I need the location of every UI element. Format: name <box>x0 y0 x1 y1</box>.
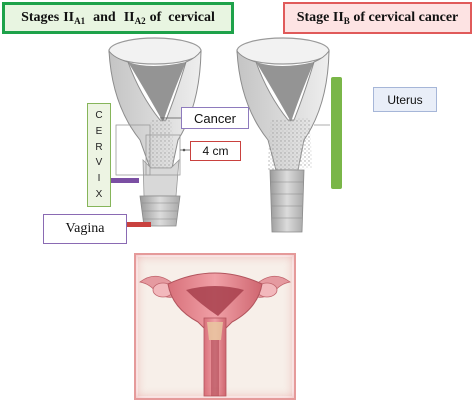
cervix-letter: V <box>95 157 103 169</box>
title-rest: of cervical <box>149 10 215 25</box>
vagina-label: Vagina <box>43 214 127 244</box>
stage-iib-title: Stage IIB of cervical cancer <box>283 2 472 34</box>
stage-iia2-label: IIA2 <box>123 10 146 26</box>
cervix-letter: I <box>97 172 101 184</box>
cervix-letter: X <box>95 188 103 200</box>
cervix-letter: R <box>95 141 103 153</box>
cervix-letter: C <box>95 110 103 122</box>
title-rest-right: of cervical cancer <box>353 10 459 25</box>
uterus-photo-illustration <box>138 257 292 397</box>
uterus-left-drawing <box>108 37 202 227</box>
stage-iib-label: IIB <box>332 10 350 26</box>
stage-iia1-label: IIA1 <box>63 10 86 26</box>
stage-extent-bar <box>331 77 342 189</box>
cervix-letter: E <box>95 125 103 137</box>
title-word: Stages <box>21 10 60 25</box>
title-prefix: Stage <box>296 10 330 25</box>
cervix-connector <box>111 178 139 183</box>
vagina-connector <box>127 222 151 227</box>
cancer-label: Cancer <box>181 107 249 129</box>
title-and: and <box>93 10 116 25</box>
size-label: 4 cm <box>190 141 241 161</box>
photo-frame <box>134 253 296 400</box>
cervix-label-box: C E R V I X <box>87 103 111 207</box>
stage-iia-title: Stages IIA1 and IIA2 of cervical <box>2 2 234 34</box>
uterus-right-drawing <box>236 37 330 233</box>
uterus-label: Uterus <box>373 87 437 112</box>
